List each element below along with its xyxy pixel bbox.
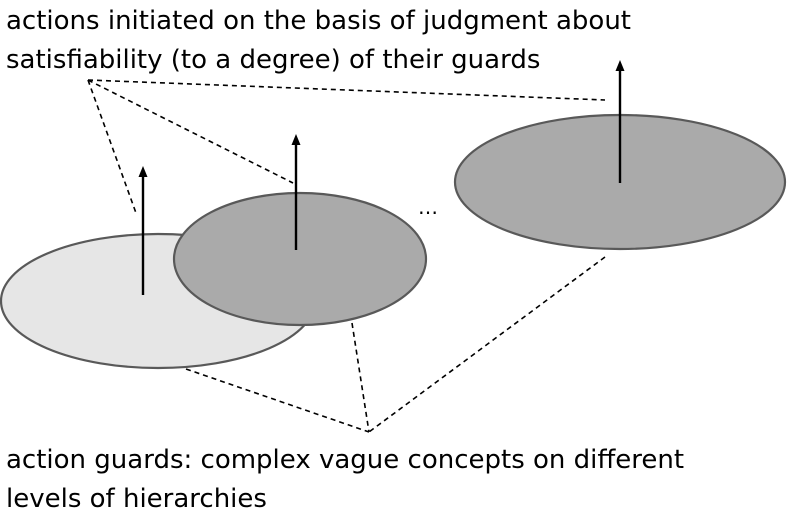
bottom-caption-line-1: action guards: complex vague concepts on… — [6, 445, 685, 475]
bottom-caption-line-2: levels of hierarchies — [6, 484, 267, 514]
middle-guard-ellipse — [172, 191, 428, 327]
action-arrow-right — [615, 60, 625, 183]
callout-line-right-action — [87, 79, 606, 101]
top-caption-line-1: actions initiated on the basis of judgme… — [6, 6, 631, 36]
callout-line-left-action — [87, 79, 137, 214]
guard-line-middle — [351, 322, 370, 433]
continuation-ellipsis: … — [418, 195, 438, 219]
guard-line-right — [368, 256, 606, 433]
action-arrow-middle — [291, 134, 301, 250]
up-arrow-icon — [291, 134, 301, 145]
top-caption-line-2: satisfiability (to a degree) of their gu… — [6, 45, 541, 75]
guard-line-left — [185, 368, 370, 433]
bottom-caption: action guards: complex vague concepts on… — [6, 441, 684, 519]
top-callout-lines — [87, 79, 606, 214]
bottom-callout-lines — [185, 256, 606, 433]
up-arrow-icon — [138, 166, 148, 177]
callout-line-middle-action — [87, 79, 294, 184]
top-caption: actions initiated on the basis of judgme… — [6, 2, 631, 80]
up-arrow-icon — [615, 60, 625, 71]
action-arrow-left — [138, 166, 148, 295]
